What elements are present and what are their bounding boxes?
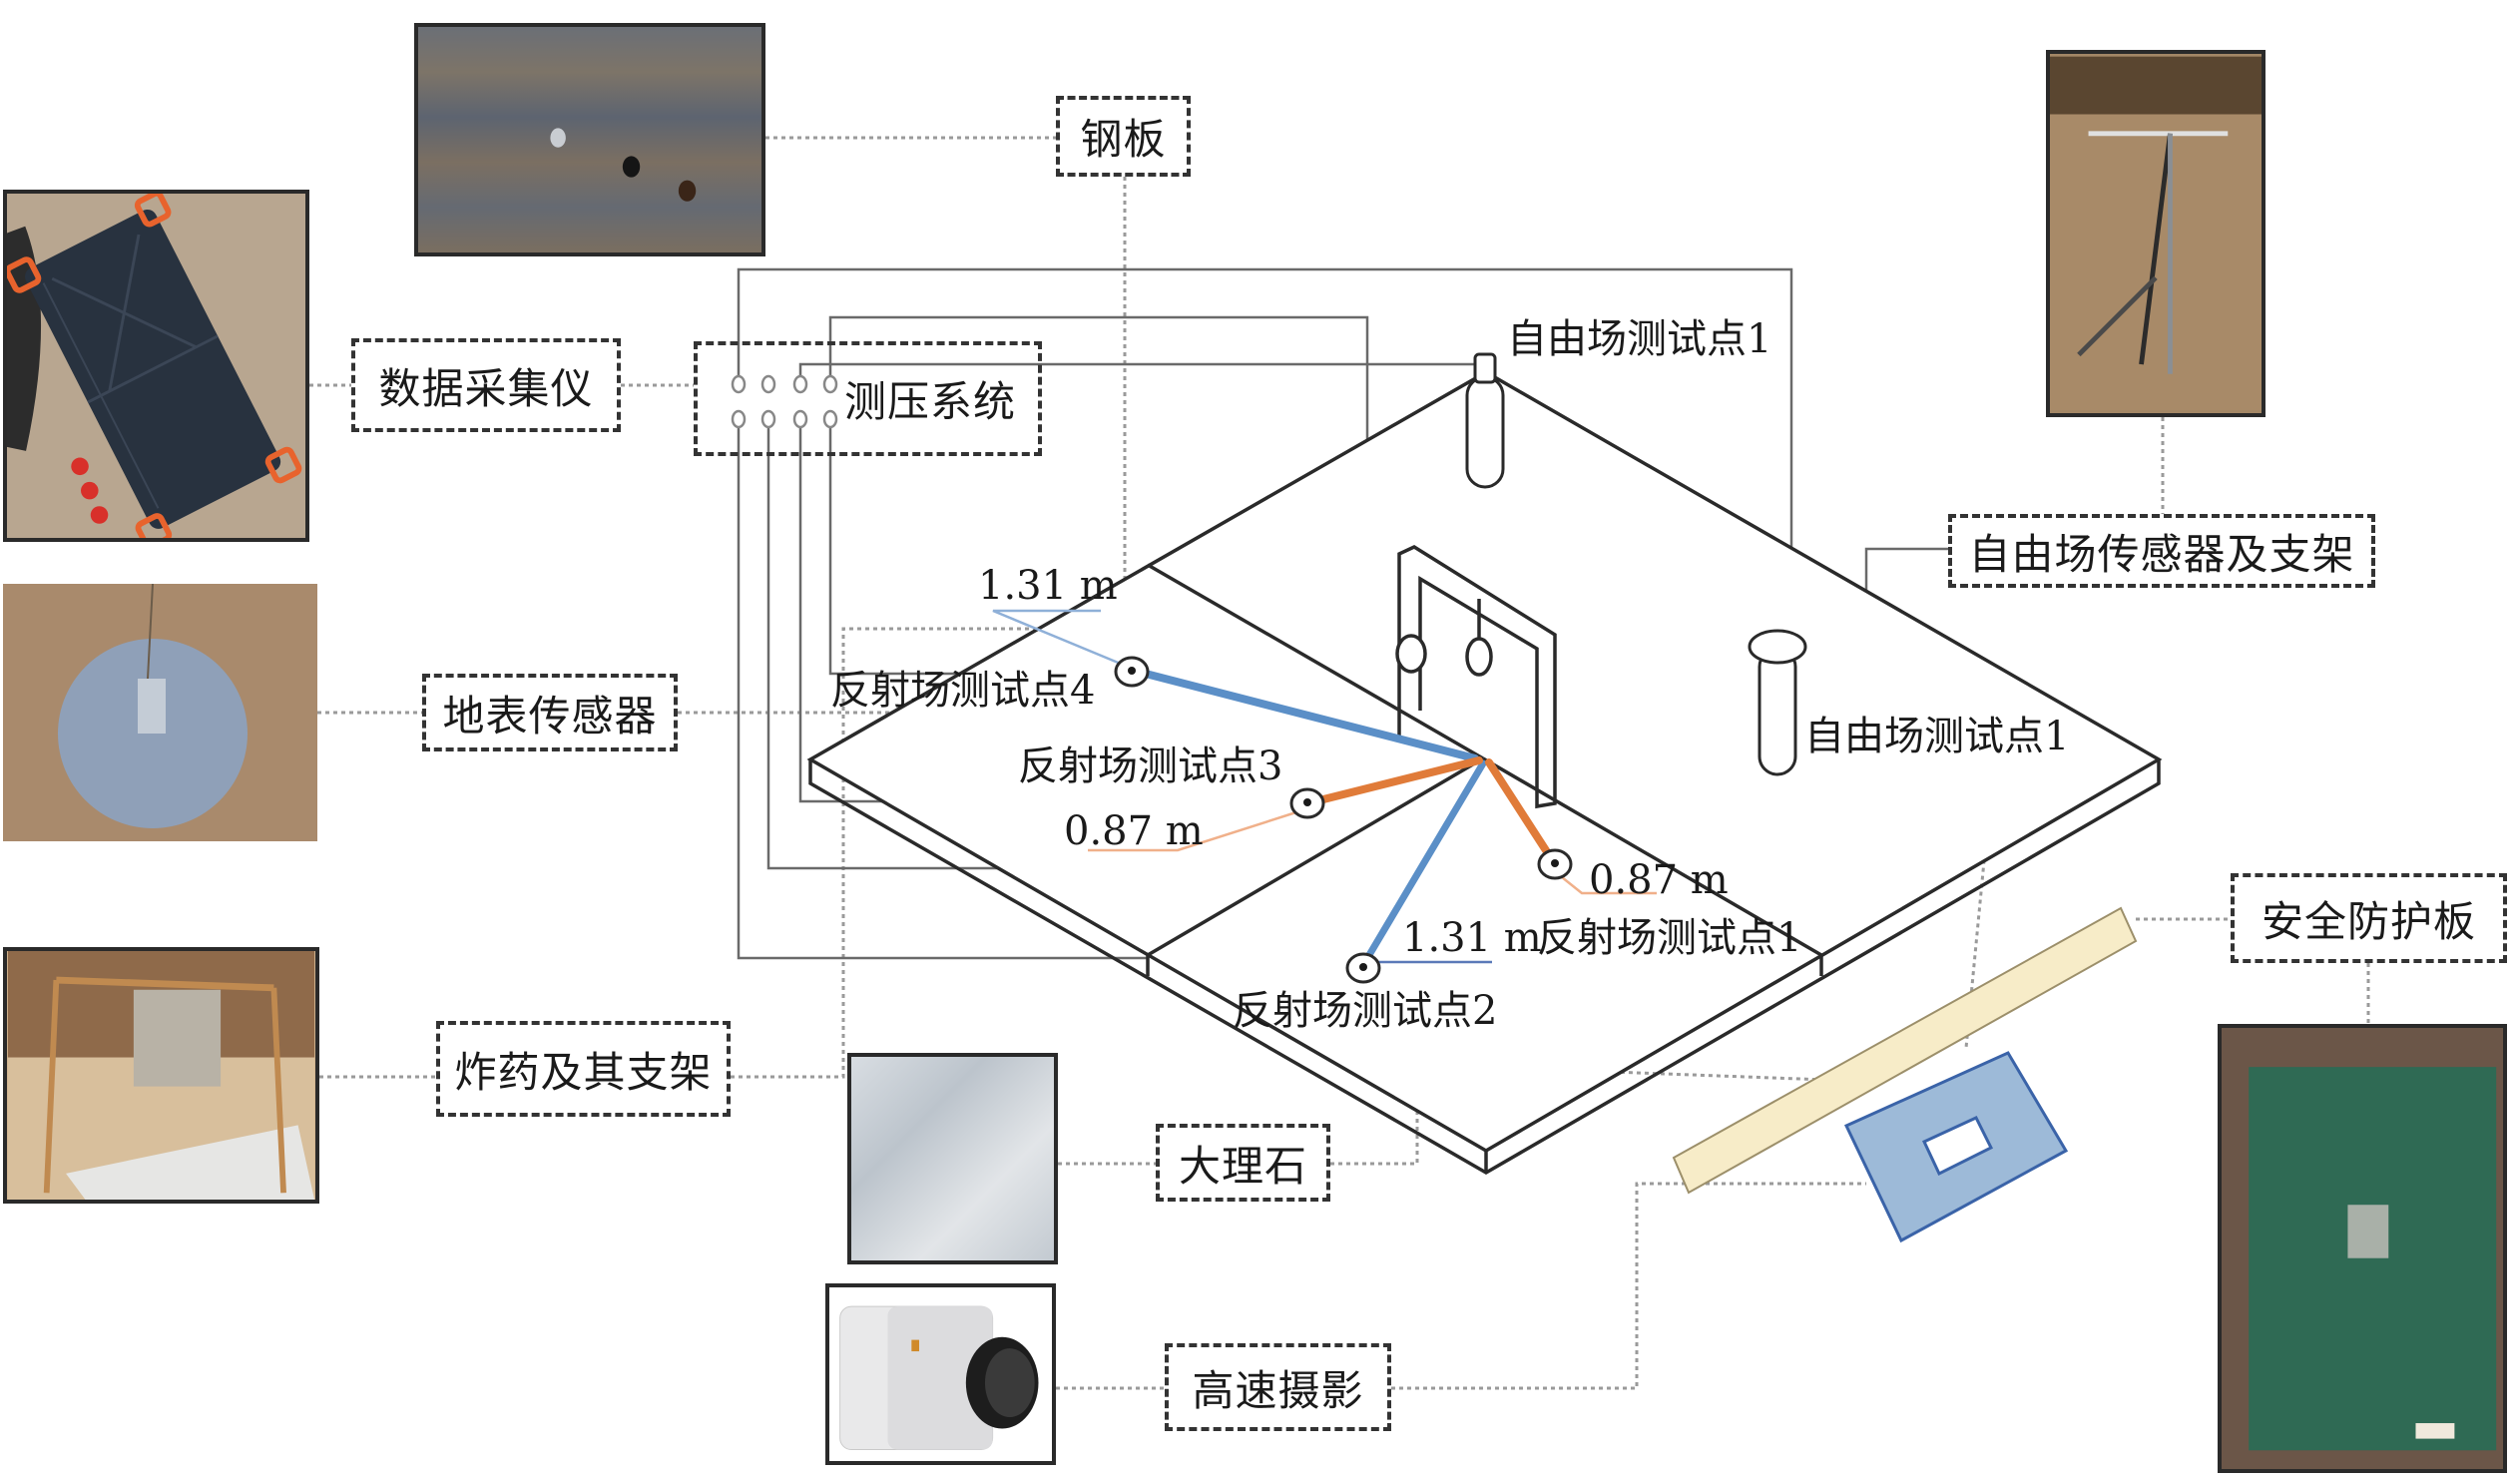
free-field-point-top-label: 自由场测试点1 bbox=[1507, 316, 1772, 362]
data-acquisition-photo bbox=[3, 190, 309, 542]
dim-leader-point1 bbox=[1556, 872, 1657, 895]
free-field-point-right-label: 自由场测试点1 bbox=[1804, 714, 2070, 759]
ground-sensor-disc bbox=[3, 584, 317, 841]
high-speed-camera-label: 高速摄影 bbox=[1165, 1343, 1391, 1431]
reflect-point-3-label: 反射场测试点3 bbox=[1018, 743, 1283, 789]
safety-shield-label: 安全防护板 bbox=[2231, 873, 2507, 963]
distance-line-point4 bbox=[1130, 667, 1479, 762]
camera-body bbox=[839, 1305, 1039, 1451]
wire-4 bbox=[737, 425, 1148, 960]
data-acquisition-device bbox=[7, 194, 305, 538]
steel-plate-photo bbox=[414, 23, 765, 256]
distance-point2: 1.31 m bbox=[1402, 915, 1542, 961]
free-field-sensor-photo bbox=[2046, 50, 2265, 417]
marble-label: 大理石 bbox=[1156, 1124, 1330, 1202]
safety-shield-board bbox=[1672, 906, 2138, 1195]
distance-point3: 0.87 m bbox=[1064, 808, 1204, 854]
distance-point1: 0.87 m bbox=[1589, 857, 1729, 903]
camera-window-opening bbox=[1922, 1116, 1994, 1177]
steel-plate-holes bbox=[550, 128, 697, 202]
reflect-point-2-label: 反射场测试点2 bbox=[1233, 988, 1498, 1034]
explosive-frame bbox=[1397, 545, 1557, 809]
data-acquisition-label: 数据采集仪 bbox=[351, 338, 621, 432]
leader-camera-window bbox=[1391, 1182, 1866, 1390]
board-divider-3 bbox=[1482, 756, 1822, 957]
steel-plate-label: 钢板 bbox=[1056, 96, 1191, 177]
explosive-support-photo bbox=[3, 947, 319, 1204]
distance-line-point3 bbox=[1303, 756, 1483, 807]
reflect-point-4-label: 反射场测试点4 bbox=[830, 668, 1096, 714]
reflect-point-1-label: 反射场测试点1 bbox=[1537, 915, 1802, 961]
pressure-system-label: 测压系统 bbox=[694, 341, 1042, 456]
ground-sensor-photo bbox=[3, 584, 317, 841]
marble-photo bbox=[847, 1053, 1058, 1264]
distance-line-point1 bbox=[1485, 758, 1559, 868]
free-field-sensor-label: 自由场传感器及支架 bbox=[1948, 514, 2375, 588]
distance-point4: 1.31 m bbox=[978, 563, 1118, 609]
green-shield-board bbox=[2249, 1067, 2497, 1451]
high-speed-camera-photo bbox=[825, 1283, 1056, 1465]
ground-sensor-label: 地表传感器 bbox=[422, 674, 678, 751]
safety-shield-photo bbox=[2218, 1024, 2507, 1473]
board-divider-1 bbox=[1147, 563, 1484, 760]
free-field-post-right bbox=[1758, 647, 1797, 776]
explosive-support-label: 炸药及其支架 bbox=[436, 1021, 731, 1117]
dim-leader-point3 bbox=[1088, 808, 1303, 852]
explosive-frame-scene bbox=[7, 951, 315, 1200]
board-divider-2 bbox=[1147, 756, 1484, 957]
leader-window-board bbox=[1556, 1068, 1827, 1082]
free-field-post-top bbox=[1465, 375, 1505, 489]
tripod-sensor bbox=[2050, 56, 2262, 411]
dim-leader-point4 bbox=[992, 609, 1129, 669]
pressure-system-text: 测压系统 bbox=[843, 377, 1016, 426]
distance-line-point2 bbox=[1359, 759, 1487, 969]
wire-1 bbox=[737, 267, 1793, 639]
explosive-charge bbox=[1465, 637, 1493, 677]
